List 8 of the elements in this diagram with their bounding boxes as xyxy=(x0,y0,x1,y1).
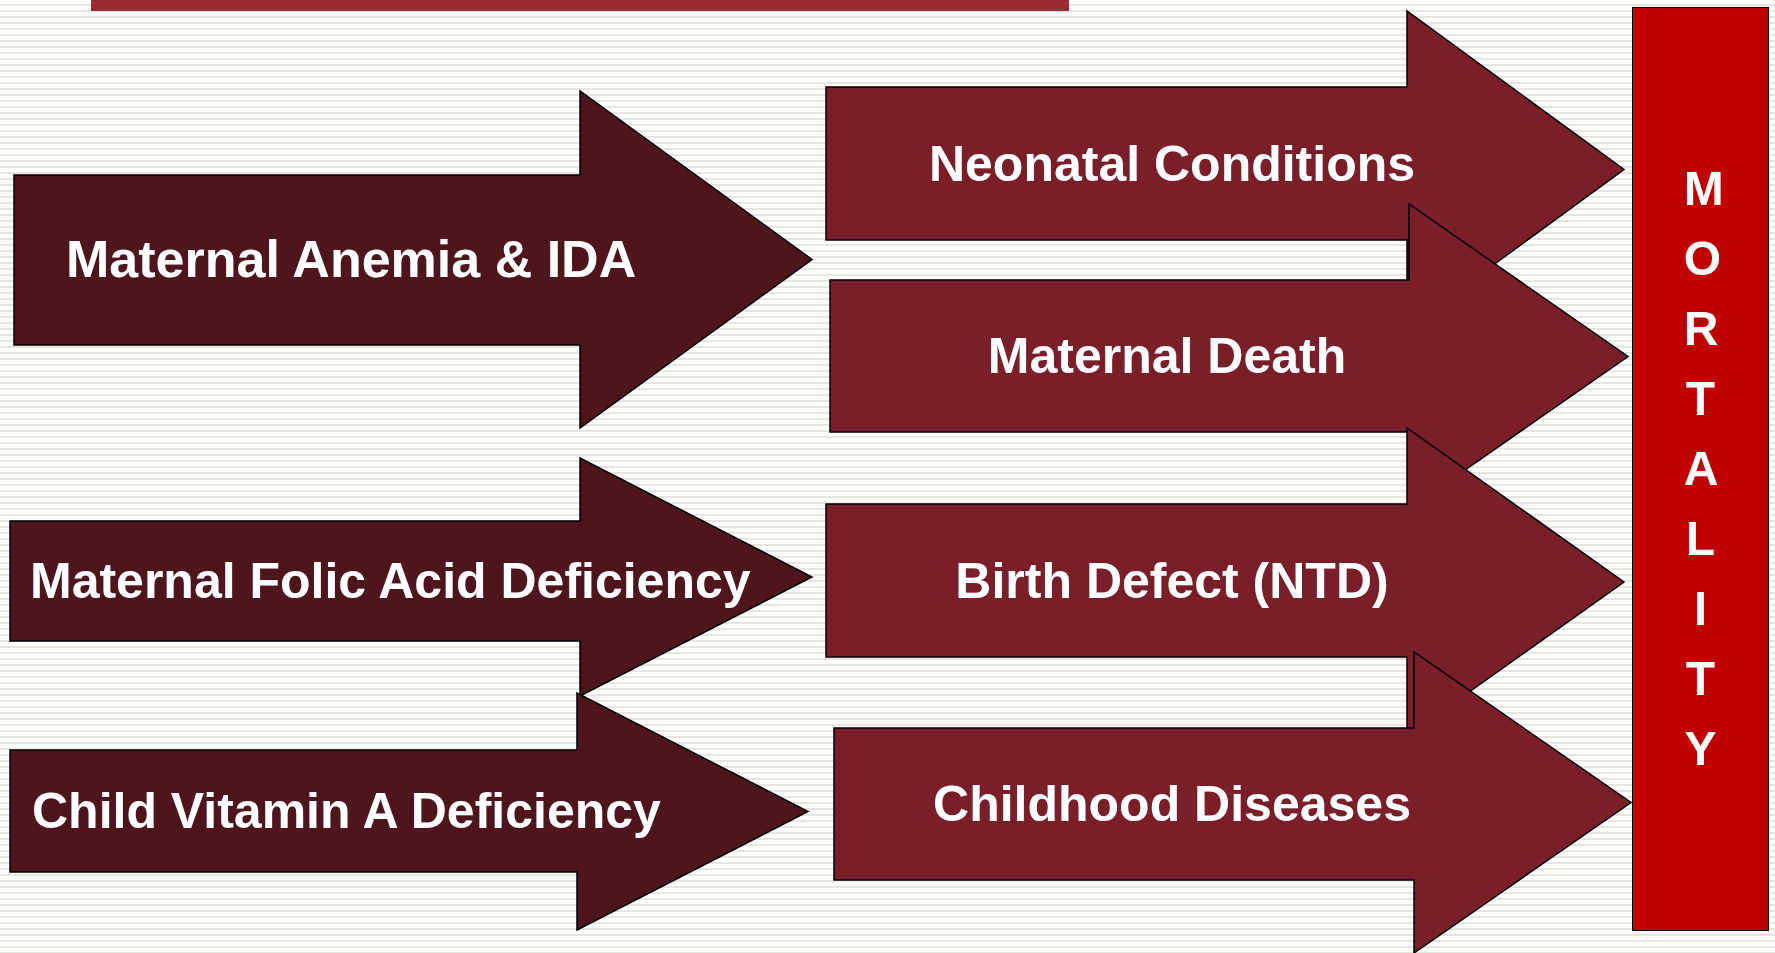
arrow-label: Childhood Diseases xyxy=(933,776,1411,832)
arrow-label: Maternal Folic Acid Deficiency xyxy=(30,553,751,609)
arrow-label: Birth Defect (NTD) xyxy=(955,553,1389,608)
arrow-label: Neonatal Conditions xyxy=(928,136,1416,191)
arrow-label: Child Vitamin A Deficiency xyxy=(32,783,661,839)
mortality-bar xyxy=(1632,7,1769,931)
arrow-label: Maternal Death xyxy=(987,328,1347,384)
arrow-label: Maternal Anemia & IDA xyxy=(66,231,637,289)
